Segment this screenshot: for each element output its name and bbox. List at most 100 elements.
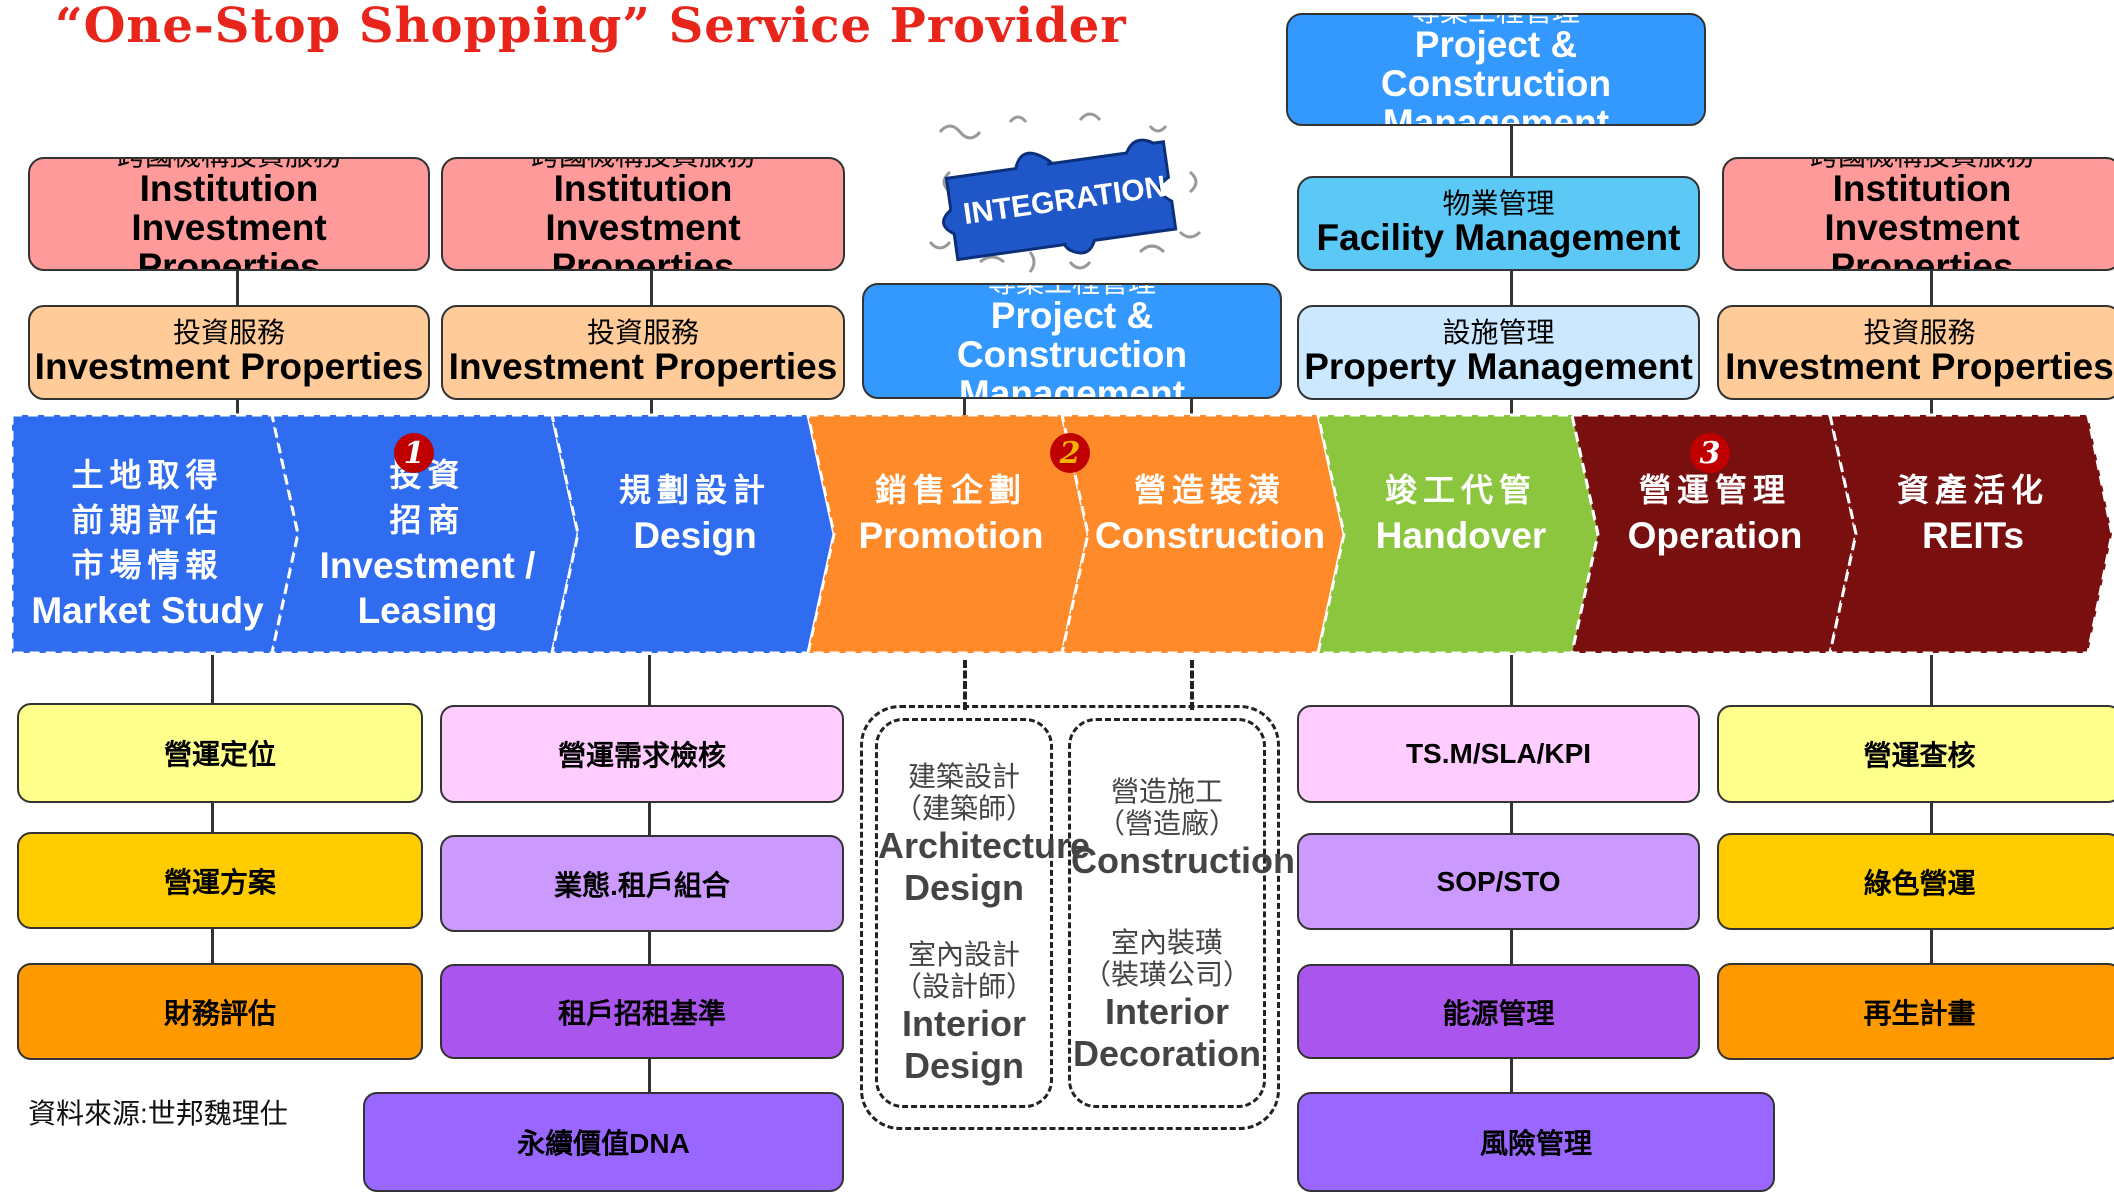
connector — [1930, 270, 1933, 305]
chevron-label-handover: 竣工代管 Handover — [1346, 453, 1576, 573]
chevron-zh-line: 竣工代管 — [1384, 471, 1537, 509]
box-zh-label: 物業管理 — [1442, 188, 1555, 220]
source-note: 資料來源:世邦魏理仕 — [28, 1098, 288, 1129]
institution-investment-box-1: 跨國機構投資服務 Institution Investment Properti… — [28, 157, 430, 271]
facility-management-box: 物業管理 Facility Management — [1297, 176, 1700, 271]
step-number-badge-2: 2 — [1050, 433, 1090, 473]
construction-dashed-panel: 營造施工 （營造廠） Construction 室內裝璜 （裝璜公司） Inte… — [1068, 718, 1295, 1108]
interior-design-en: Interior — [901, 1003, 1026, 1044]
chevron-label-design: 規劃設計 Design — [580, 453, 810, 573]
process-chevron-bar: 土地取得 前期評估 市場情報 Market Study 投資 招商 Invest… — [0, 405, 2114, 663]
chevron-en-label: Promotion — [858, 515, 1044, 556]
step-number-badge-1: 1 — [394, 433, 434, 473]
connector — [648, 1058, 651, 1093]
connector — [1510, 125, 1513, 177]
project-construction-management-box-top: 專案工程管理 Project & Construction Management — [1286, 13, 1706, 126]
investment-properties-box-1: 投資服務 Investment Properties — [28, 305, 430, 400]
decoration-zh: 室內裝璜 — [1110, 927, 1223, 958]
box-en-label: Project & Construction Management — [1380, 23, 1612, 126]
box-en-label: Project & Construction Management — [956, 295, 1188, 399]
chevron-zh-line: 營運管理 — [1638, 471, 1791, 509]
operation-plan-box: 營運方案 — [17, 832, 423, 929]
sop-sto-box: SOP/STO — [1297, 833, 1700, 930]
operation-audit-box: 營運查核 — [1717, 705, 2114, 803]
connector — [211, 802, 214, 832]
connector — [1510, 928, 1513, 964]
chevron-label-operation: 營運管理 Operation — [1600, 453, 1830, 573]
institution-investment-box-2: 跨國機構投資服務 Institution Investment Properti… — [441, 157, 845, 271]
interior-design-zh: 室內設計 — [907, 939, 1020, 970]
chevron-zh-line: 前期評估 — [71, 501, 224, 539]
chevron-zh-line: 土地取得 — [71, 456, 224, 494]
box-en-label: Investment Properties — [448, 345, 838, 387]
chevron-en-label: REITs — [1921, 515, 2025, 556]
sustainable-value-dna-box: 永續價值DNA — [363, 1092, 844, 1192]
chevron-zh-line: 招商 — [389, 501, 466, 539]
tenant-mix-box: 業態.租戶組合 — [440, 835, 844, 932]
financial-evaluation-box: 財務評估 — [17, 963, 423, 1060]
connector — [1930, 803, 1933, 833]
sla-kpi-box: TS.M/SLA/KPI — [1297, 705, 1700, 803]
decoration-zh: （裝璜公司） — [1082, 959, 1251, 990]
connector — [1510, 1058, 1513, 1093]
property-management-box: 設施管理 Property Management — [1297, 305, 1700, 400]
connector — [211, 655, 214, 703]
connector — [1510, 655, 1513, 705]
box-zh-label: 專案工程管理 — [1412, 15, 1580, 26]
box-en-label: Facility Management — [1316, 216, 1681, 258]
institution-investment-box-3: 跨國機構投資服務 Institution Investment Properti… — [1722, 157, 2114, 271]
regeneration-plan-box: 再生計畫 — [1717, 963, 2114, 1060]
box-en-label: Investment Properties — [1725, 345, 2114, 387]
box-zh-label: 跨國機構投資服務 — [117, 159, 341, 170]
investment-properties-box-2: 投資服務 Investment Properties — [441, 305, 845, 400]
architecture-design-en: Architecture — [878, 825, 1091, 866]
architecture-design-zh: （建築師） — [893, 793, 1034, 824]
chevron-en-label: Handover — [1375, 515, 1547, 556]
dashed-connector — [963, 660, 967, 710]
connector — [650, 270, 653, 310]
box-en-label: Institution Investment Properties — [1824, 168, 2020, 271]
chevron-en-label: Market Study — [31, 590, 264, 631]
green-operation-box: 綠色營運 — [1717, 833, 2114, 930]
connector — [648, 803, 651, 836]
connector — [648, 931, 651, 965]
box-en-label: Investment Properties — [34, 345, 424, 387]
chevron-label-reits: 資產活化 REITs — [1858, 453, 2088, 573]
investment-properties-box-3: 投資服務 Investment Properties — [1717, 305, 2114, 400]
box-en-label: Institution Investment Properties — [131, 168, 327, 271]
page-title: “One-Stop Shopping” Service Provider — [55, 0, 1127, 54]
chevron-label-construction: 營造裝潢 Construction — [1090, 453, 1330, 573]
box-zh-label: 跨國機構投資服務 — [1810, 159, 2034, 170]
box-en-label: Property Management — [1304, 345, 1693, 387]
connector — [1930, 928, 1933, 964]
chevron-en-label: Design — [633, 515, 757, 556]
box-en-label: Institution Investment Properties — [545, 168, 741, 271]
chevron-zh-line: 規劃設計 — [618, 471, 771, 509]
chevron-zh-line: 營造裝潢 — [1133, 471, 1286, 509]
connector — [211, 928, 214, 964]
connector — [1510, 803, 1513, 833]
design-dashed-panel: 建築設計 （建築師） Architecture Design 室內設計 （設計師… — [875, 718, 1091, 1108]
construction-zh: （營造廠） — [1096, 808, 1237, 839]
box-zh-label: 跨國機構投資服務 — [531, 159, 755, 170]
box-zh-label: 設施管理 — [1442, 317, 1555, 349]
energy-management-box: 能源管理 — [1297, 964, 1700, 1059]
interior-design-en: Design — [903, 1045, 1025, 1086]
chevron-label-market-study: 土地取得 前期評估 市場情報 Market Study — [20, 453, 275, 633]
dashed-connector — [1190, 660, 1194, 710]
leasing-criteria-box: 租戶招租基準 — [440, 964, 844, 1059]
chevron-en-label: Investment / Leasing — [319, 545, 536, 631]
operation-positioning-box: 營運定位 — [17, 703, 423, 803]
connector — [1510, 270, 1513, 305]
box-zh-label: 投資服務 — [1863, 317, 1976, 349]
decoration-en: Interior — [1104, 991, 1229, 1032]
construction-zh: 營造施工 — [1110, 776, 1223, 807]
interior-design-zh: （設計師） — [893, 971, 1034, 1002]
chevron-zh-line: 資產活化 — [1896, 471, 2049, 509]
architecture-design-zh: 建築設計 — [907, 761, 1020, 792]
chevron-reits — [1828, 413, 2114, 655]
chevron-en-label: Construction — [1094, 515, 1326, 556]
design-construction-dashed-group — [860, 705, 1280, 1130]
box-zh-label: 投資服務 — [586, 317, 699, 349]
project-construction-management-box-mid: 專案工程管理 Project & Construction Management — [862, 283, 1282, 399]
